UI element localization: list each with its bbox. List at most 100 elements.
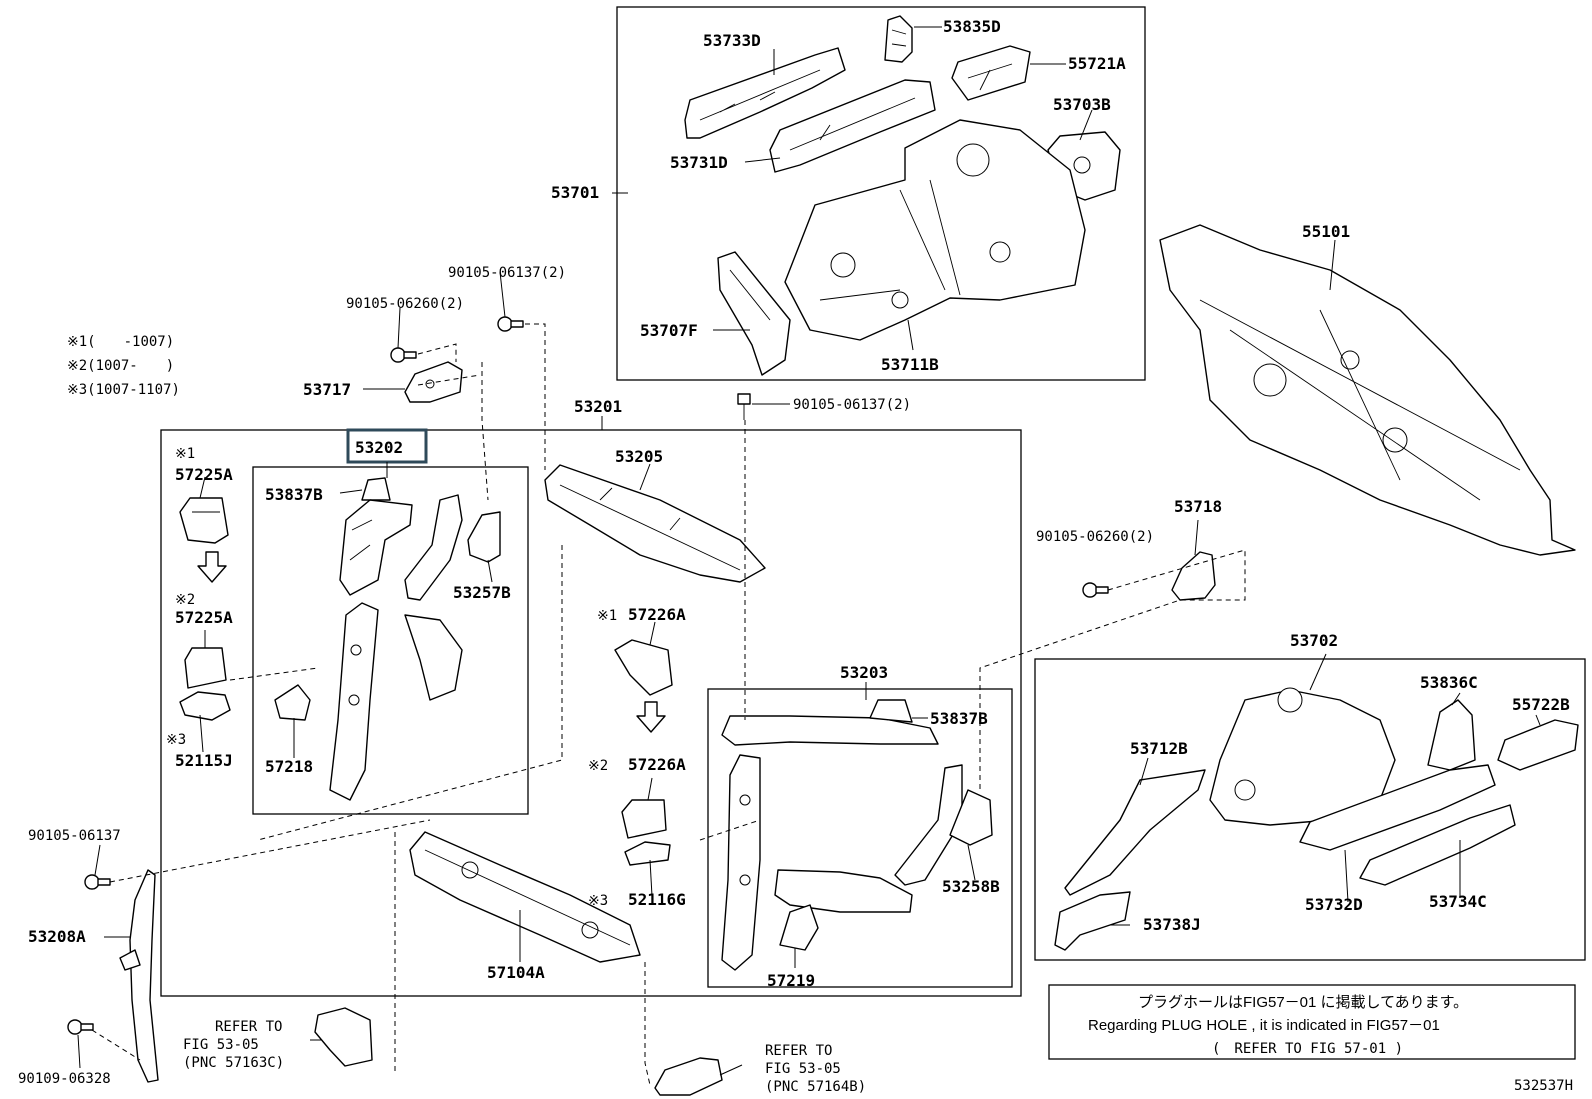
label-53836C: 53836C bbox=[1420, 673, 1478, 692]
part-57225A-1[interactable] bbox=[179, 497, 229, 544]
part-57226A-2[interactable] bbox=[621, 799, 667, 839]
part-53733D[interactable] bbox=[684, 47, 846, 139]
label-57104A: 57104A bbox=[487, 963, 545, 982]
arrow-down-1 bbox=[197, 551, 227, 583]
part-53202-lower[interactable] bbox=[404, 614, 463, 701]
part-53837B-1[interactable] bbox=[361, 477, 391, 501]
part-53837B-2[interactable] bbox=[869, 699, 913, 723]
part-53203-pillar[interactable] bbox=[721, 754, 761, 971]
label-53201: 53201 bbox=[574, 397, 622, 416]
part-53707F[interactable] bbox=[717, 251, 791, 376]
part-53836C[interactable] bbox=[1427, 699, 1476, 771]
legend-3: ※3(1007-1107) bbox=[67, 382, 180, 398]
refer-right-1: REFER TO bbox=[765, 1043, 832, 1059]
label-53837B-2: 53837B bbox=[930, 709, 988, 728]
part-57218[interactable] bbox=[274, 602, 379, 801]
part-53203-lower[interactable] bbox=[774, 869, 913, 913]
label-57225A-1: 57225A bbox=[175, 465, 233, 484]
refer-right-2: FIG 53-05 bbox=[765, 1061, 841, 1077]
part-55722B[interactable] bbox=[1497, 719, 1579, 771]
label-53703B: 53703B bbox=[1053, 95, 1111, 114]
dashed-guides bbox=[91, 323, 1246, 1086]
part-53202-bracket[interactable] bbox=[404, 494, 463, 601]
label-53731D: 53731D bbox=[670, 153, 728, 172]
part-57219[interactable] bbox=[779, 904, 819, 951]
note-box bbox=[1048, 984, 1576, 1060]
label-53733D: 53733D bbox=[703, 31, 761, 50]
label-90109-06328: 90109-06328 bbox=[18, 1071, 111, 1087]
part-55101[interactable] bbox=[1159, 224, 1576, 556]
part-52116G[interactable] bbox=[624, 841, 671, 866]
label-53732D: 53732D bbox=[1305, 895, 1363, 914]
group-box-53202 bbox=[252, 466, 529, 815]
label-57226A-1: 57226A bbox=[628, 605, 686, 624]
part-53203-bracket[interactable] bbox=[894, 764, 963, 886]
part-57225A-2[interactable] bbox=[184, 647, 227, 689]
label-53837B-1: 53837B bbox=[265, 485, 323, 504]
refer-right: REFER TO FIG 53-05 (PNC 57164B) bbox=[765, 1043, 866, 1095]
label-90105-06137-2a: 90105-06137(2) bbox=[448, 265, 566, 281]
bolt-90105-06137-c[interactable] bbox=[84, 874, 111, 890]
label-52115J: 52115J bbox=[175, 751, 233, 770]
part-53202-upper[interactable] bbox=[339, 499, 413, 596]
label-90105-06137: 90105-06137 bbox=[28, 828, 121, 844]
label-55721A: 55721A bbox=[1068, 54, 1126, 73]
part-53258B[interactable] bbox=[949, 789, 993, 846]
label-53835D: 53835D bbox=[943, 17, 1001, 36]
part-53718[interactable] bbox=[1171, 551, 1216, 601]
part-53257B[interactable] bbox=[467, 511, 501, 563]
refer-left-2: FIG 53-05 bbox=[183, 1037, 259, 1053]
part-53712B[interactable] bbox=[1064, 769, 1206, 896]
note-refer: ( REFER TO FIG 57-01 ) bbox=[1212, 1041, 1403, 1057]
label-90105-06137-2b: 90105-06137(2) bbox=[793, 397, 911, 413]
note-jp: プラグホールはFIG57－01 に掲載してあります。 bbox=[1138, 994, 1468, 1011]
bolt-90105-06260-b[interactable] bbox=[1082, 582, 1109, 598]
label-53738J: 53738J bbox=[1143, 915, 1201, 934]
part-53717[interactable] bbox=[404, 361, 463, 403]
bolt-90105-06137-b[interactable] bbox=[737, 393, 751, 420]
label-53717: 53717 bbox=[303, 380, 351, 399]
label-53205: 53205 bbox=[615, 447, 663, 466]
label-53712B: 53712B bbox=[1130, 739, 1188, 758]
part-53208A[interactable] bbox=[119, 869, 159, 1083]
marker-1-57225A: ※1 bbox=[175, 446, 195, 462]
part-ref-57163C[interactable] bbox=[314, 1007, 373, 1067]
label-53701: 53701 bbox=[551, 183, 599, 202]
label-55101: 55101 bbox=[1302, 222, 1350, 241]
label-55722B: 55722B bbox=[1512, 695, 1570, 714]
group-box-53203 bbox=[707, 688, 1013, 988]
legend-1: ※1( -1007) bbox=[67, 334, 174, 350]
part-53835D[interactable] bbox=[884, 15, 913, 63]
label-90105-06260-2a: 90105-06260(2) bbox=[346, 296, 464, 312]
part-53702-apron[interactable] bbox=[1209, 687, 1396, 826]
part-57104A[interactable] bbox=[409, 831, 641, 963]
part-55721A[interactable] bbox=[951, 45, 1031, 101]
part-53738J[interactable] bbox=[1054, 891, 1131, 951]
label-53711B: 53711B bbox=[881, 355, 939, 374]
bolt-90105-06260-a[interactable] bbox=[390, 347, 417, 363]
part-53205[interactable] bbox=[544, 464, 766, 583]
label-53707F: 53707F bbox=[640, 321, 698, 340]
label-52116G: 52116G bbox=[628, 890, 686, 909]
bolt-90109-06328[interactable] bbox=[67, 1019, 94, 1035]
part-57226A-1[interactable] bbox=[614, 639, 673, 696]
part-53734C[interactable] bbox=[1359, 804, 1516, 886]
label-57218: 57218 bbox=[265, 757, 313, 776]
part-ref-57164B[interactable] bbox=[654, 1057, 723, 1096]
bolt-90105-06137-a[interactable] bbox=[497, 316, 524, 332]
part-53732D[interactable] bbox=[1299, 764, 1496, 851]
refer-left-3: (PNC 57163C) bbox=[183, 1055, 284, 1071]
refer-left: REFER TO FIG 53-05 (PNC 57163C) bbox=[183, 1019, 284, 1071]
part-53203-upper[interactable] bbox=[721, 715, 939, 746]
label-57219: 57219 bbox=[767, 971, 815, 990]
label-53734C: 53734C bbox=[1429, 892, 1487, 911]
refer-right-3: (PNC 57164B) bbox=[765, 1079, 866, 1095]
part-52115J[interactable] bbox=[179, 691, 231, 721]
part-53711B[interactable] bbox=[784, 119, 1086, 341]
marker-1-57226A: ※1 bbox=[597, 608, 617, 624]
note: プラグホールはFIG57－01 に掲載してあります。 Regarding PLU… bbox=[1088, 994, 1468, 1057]
marker-2-57225A: ※2 bbox=[175, 592, 195, 608]
legend: ※1( -1007) ※2(1007- ) ※3(1007-1107) bbox=[67, 334, 180, 398]
part-53731D[interactable] bbox=[769, 79, 936, 173]
